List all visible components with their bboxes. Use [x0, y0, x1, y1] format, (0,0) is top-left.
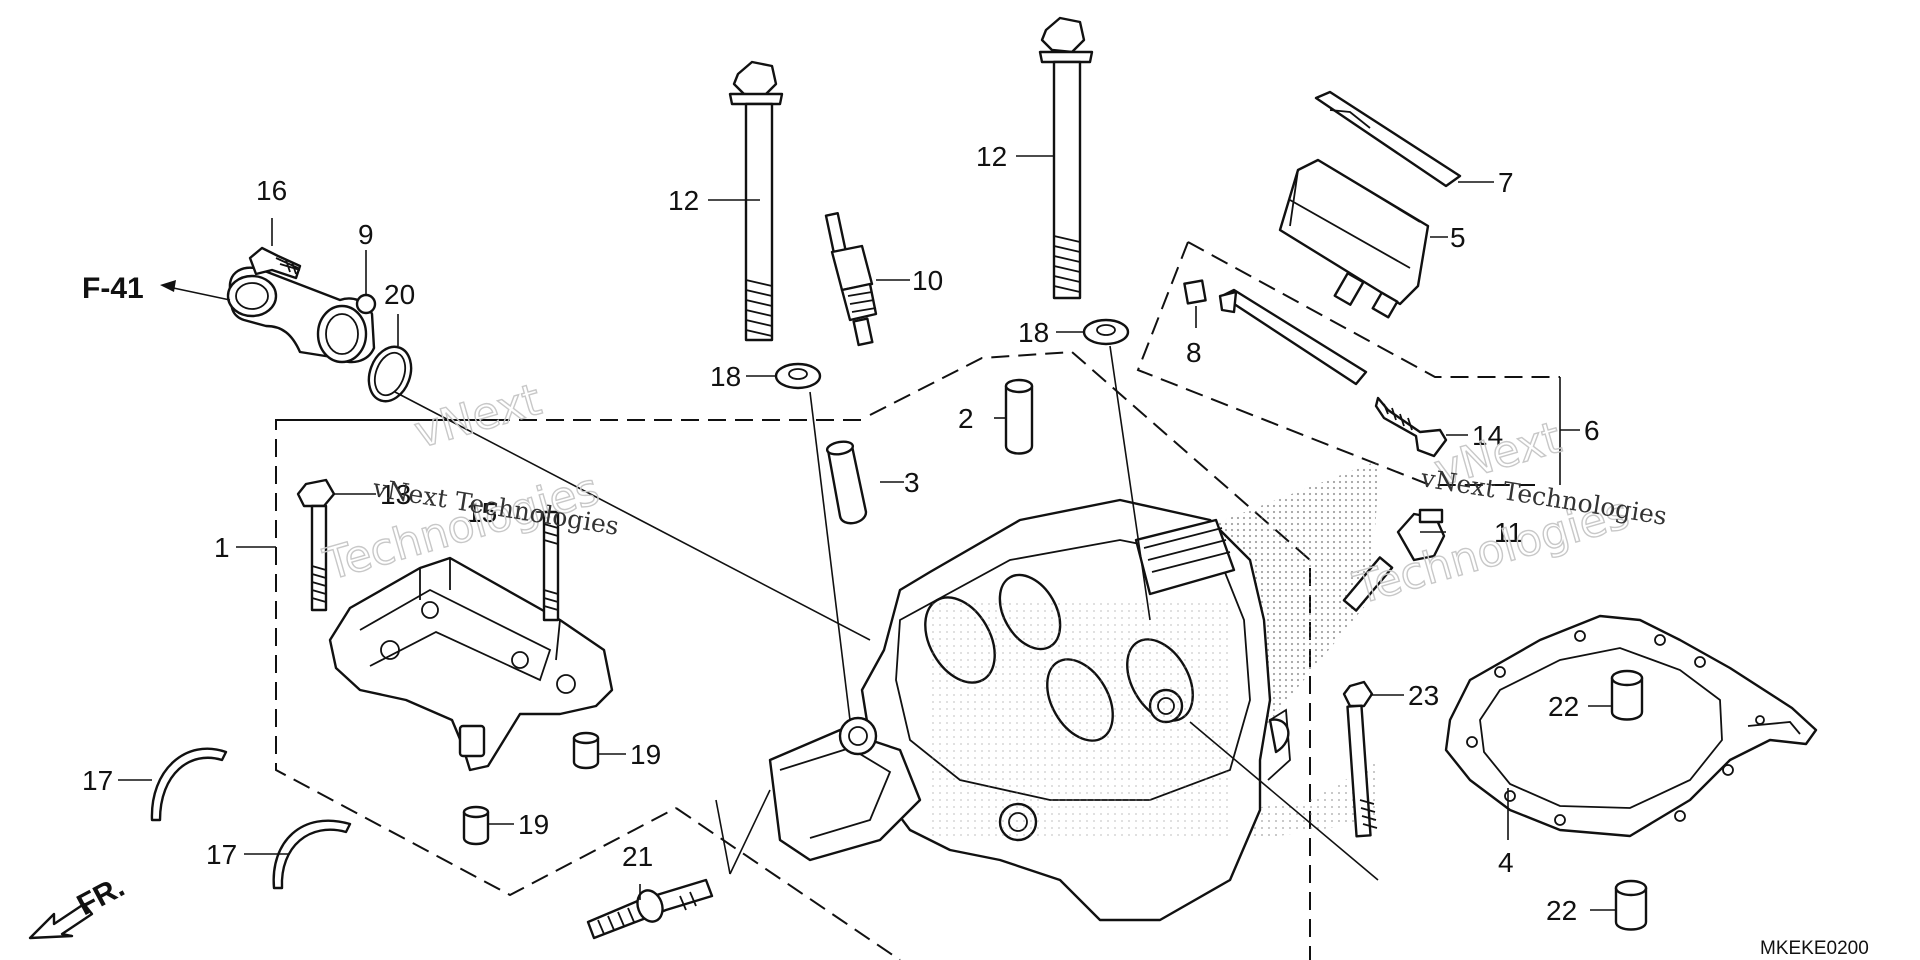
- cover-7-part[interactable]: [1314, 90, 1462, 188]
- sensor-11-part[interactable]: [1342, 508, 1446, 612]
- cover-5-part[interactable]: [1278, 158, 1430, 319]
- part-6-inner[interactable]: [1218, 288, 1368, 386]
- callout-2[interactable]: 2: [958, 403, 974, 434]
- bolt-13-part[interactable]: [296, 478, 336, 612]
- callout-12-left[interactable]: 12: [668, 185, 699, 216]
- callout-3[interactable]: 3: [904, 467, 920, 498]
- f41-reference-label[interactable]: F-41: [82, 272, 144, 305]
- f41-reference-arrow[interactable]: F-41: [82, 272, 231, 305]
- callout-4[interactable]: 4: [1498, 847, 1514, 878]
- part-8[interactable]: [1183, 279, 1207, 305]
- callout-13[interactable]: 13: [380, 479, 411, 510]
- callout-17-lower[interactable]: 17: [206, 839, 237, 870]
- dowel-22-lower-part[interactable]: [1614, 879, 1648, 931]
- callout-11[interactable]: 11: [1494, 517, 1523, 548]
- front-arrow-icon: [28, 902, 94, 940]
- bolt-16-part[interactable]: [248, 246, 302, 280]
- callout-21[interactable]: 21: [622, 841, 653, 872]
- stud-15-part[interactable]: [542, 510, 560, 622]
- camshaft-holder-part[interactable]: [328, 556, 614, 772]
- callout-labels: 1 2 3 4 5 6 7 8 9 10 11 12 12 13 14 15 1…: [82, 141, 1600, 926]
- callout-19-upper[interactable]: 19: [630, 739, 661, 770]
- callout-12-right[interactable]: 12: [976, 141, 1007, 172]
- dowel-19-upper-part[interactable]: [572, 731, 600, 770]
- callout-18-right[interactable]: 18: [1018, 317, 1049, 348]
- callout-7[interactable]: 7: [1498, 167, 1514, 198]
- bolt-14-part[interactable]: [1374, 396, 1448, 458]
- watermark-line1-left: vNext: [409, 374, 547, 458]
- callout-6[interactable]: 6: [1584, 415, 1600, 446]
- callout-15[interactable]: 15: [466, 497, 497, 528]
- bolt-23-part[interactable]: [1342, 680, 1378, 838]
- callout-23[interactable]: 23: [1408, 680, 1439, 711]
- callout-18-left[interactable]: 18: [710, 361, 741, 392]
- clip-17-upper-part[interactable]: [150, 747, 228, 822]
- water-joint-part[interactable]: [226, 266, 377, 364]
- callout-8[interactable]: 8: [1186, 337, 1202, 368]
- callout-9[interactable]: 9: [358, 219, 374, 250]
- dowel-22-upper-part[interactable]: [1610, 669, 1644, 721]
- dashed-group-lines: [275, 241, 1560, 960]
- leader-lines: [118, 155, 1616, 911]
- bolt-12-left-part[interactable]: [728, 60, 784, 342]
- callout-5[interactable]: 5: [1450, 222, 1466, 253]
- front-direction-marker: FR.: [28, 870, 130, 940]
- callout-22-lower[interactable]: 22: [1546, 895, 1577, 926]
- washer-18-right-part[interactable]: [1082, 318, 1130, 346]
- callout-19-lower[interactable]: 19: [518, 809, 549, 840]
- cylinder-head-part[interactable]: [768, 498, 1291, 922]
- callout-20[interactable]: 20: [384, 279, 415, 310]
- diagram-code: MKEKE0200: [1760, 938, 1869, 959]
- callout-10[interactable]: 10: [912, 265, 943, 296]
- callout-14[interactable]: 14: [1472, 420, 1503, 451]
- clip-17-lower-part[interactable]: [272, 819, 352, 890]
- valve-guide-2-part[interactable]: [1004, 378, 1034, 455]
- bolt-12-right-part[interactable]: [1038, 16, 1094, 300]
- spark-plug-10-part[interactable]: [824, 211, 878, 347]
- callout-22-upper[interactable]: 22: [1548, 691, 1579, 722]
- gasket-4-part[interactable]: [1444, 614, 1818, 838]
- callout-16[interactable]: 16: [256, 175, 287, 206]
- callout-1[interactable]: 1: [214, 532, 230, 563]
- stud-21-part[interactable]: [586, 878, 714, 940]
- valve-guide-3-part[interactable]: [825, 440, 868, 525]
- dowel-19-lower-part[interactable]: [462, 805, 490, 846]
- washer-18-left-part[interactable]: [774, 362, 822, 390]
- callout-17-upper[interactable]: 17: [82, 765, 113, 796]
- o-ring-20-part[interactable]: [362, 341, 419, 407]
